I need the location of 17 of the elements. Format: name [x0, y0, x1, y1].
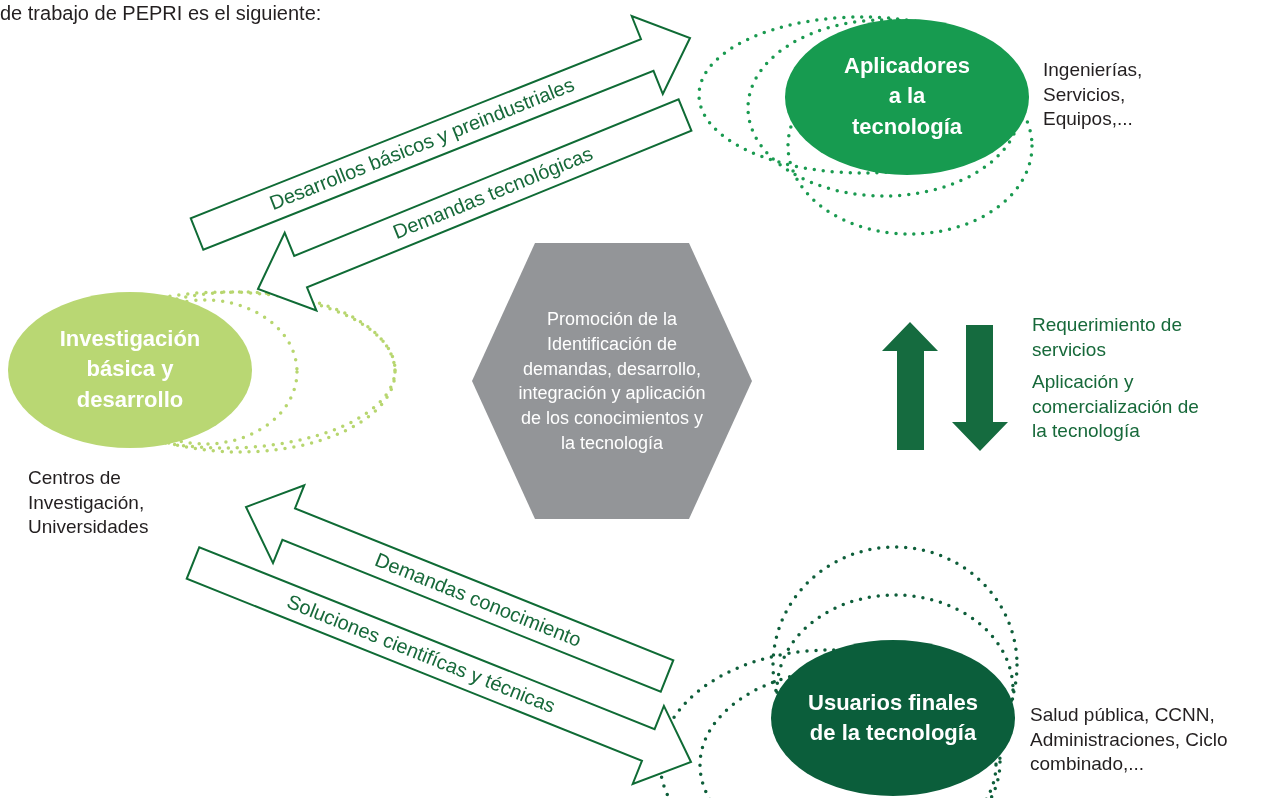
block-arrow: [256, 98, 693, 313]
node-label: Usuarios finales de la tecnología: [807, 688, 979, 747]
ellipse-node: [771, 640, 1015, 796]
intro-text: de trabajo de PEPRI es el siguiente:: [0, 1, 323, 26]
node-note: Centros de Investigación, Universidades: [28, 466, 150, 540]
node-label: Promoción de la Identificación de demandas, desarrollo, integración y aplicación de los conocimientos y la tecnología: [517, 307, 707, 455]
ellipse-node: [8, 292, 252, 448]
flow-label: Aplicación y comercialización de la tecnología: [1032, 370, 1200, 444]
node-label: Investigación básica y desarrollo: [58, 325, 202, 415]
block-arrow: [244, 483, 675, 694]
node-note: Salud pública, CCNN, Administraciones, Ciclo combinado,...: [1030, 703, 1229, 777]
hexagon-node: [472, 243, 752, 519]
node-note: Ingenierías, Servicios, Equipos,...: [1043, 58, 1144, 132]
node-label: Aplicadores a la tecnología: [843, 52, 971, 142]
block-arrow: [185, 545, 693, 786]
ellipse-node: [785, 19, 1029, 175]
flow-label: Requerimiento de servicios: [1032, 313, 1183, 362]
